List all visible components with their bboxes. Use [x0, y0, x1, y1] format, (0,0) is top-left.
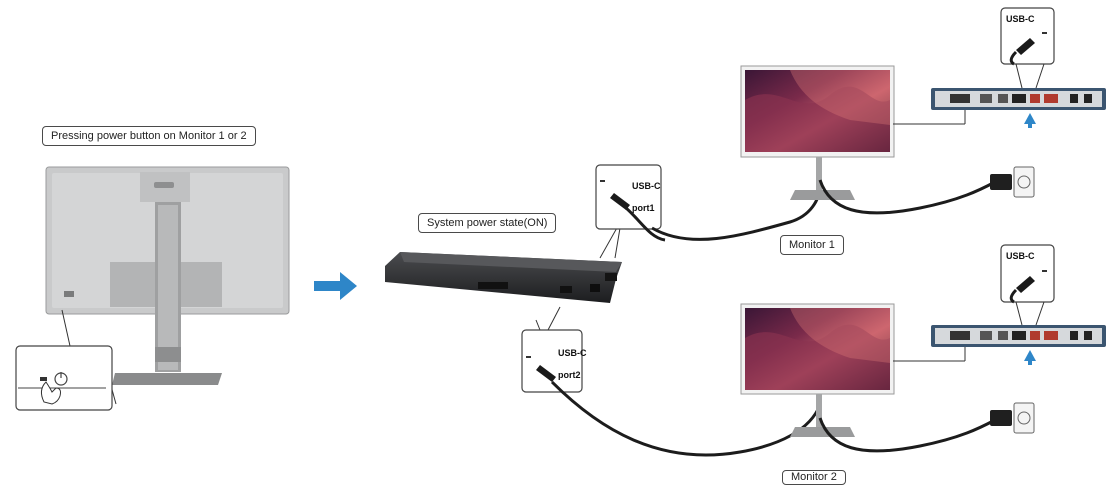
usbc-port2-label-line2: port2 [558, 370, 581, 380]
cable-monitor1 [651, 184, 822, 241]
dock-station [385, 252, 622, 303]
pressing-power-label: Pressing power button on Monitor 1 or 2 [42, 126, 256, 146]
usbc-port2-label: USB-C port2 [558, 337, 587, 381]
monitor1-label: Monitor 1 [780, 235, 844, 255]
arrow-right-icon [314, 272, 357, 300]
port-panel-monitor2 [931, 325, 1106, 347]
usbc-bottom-label: USB-C [1006, 251, 1035, 261]
usbc-port1-label-line2: port1 [632, 203, 655, 213]
port-panel-monitor1 [931, 88, 1106, 110]
power-cable-monitor2 [818, 417, 996, 453]
usbc-port2-label-line1: USB-C [558, 348, 587, 358]
monitor-2 [740, 303, 895, 437]
usbc-plug-icon [1009, 32, 1047, 66]
button-callout-line [61, 309, 71, 347]
usbc-port2-callout [521, 329, 583, 393]
usbc-top-callout [1000, 7, 1055, 65]
hand-icon [40, 381, 61, 405]
monitor2-label: Monitor 2 [782, 470, 846, 485]
usbc-port1-callout [595, 164, 662, 230]
usbc-plug-icon [600, 180, 666, 242]
arrow-up-icon [1024, 113, 1036, 124]
arrow-up-icon [1024, 350, 1036, 361]
system-power-label: System power state(ON) [418, 213, 557, 233]
monitor-1 [740, 65, 895, 200]
power-cable-monitor1 [818, 179, 996, 215]
monitor-back [45, 166, 290, 385]
usbc-plug-icon [1009, 270, 1047, 304]
usbc-top-label: USB-C [1006, 14, 1035, 24]
power-button-zoom [15, 345, 113, 411]
usbc-bottom-callout [1000, 244, 1055, 303]
power-plug-icon [990, 402, 1035, 434]
power-plug-icon [990, 166, 1035, 198]
usbc-plug-icon [526, 356, 556, 382]
usbc-port1-label: USB-C port1 [632, 170, 661, 214]
usbc-port1-label-line1: USB-C [632, 181, 661, 191]
